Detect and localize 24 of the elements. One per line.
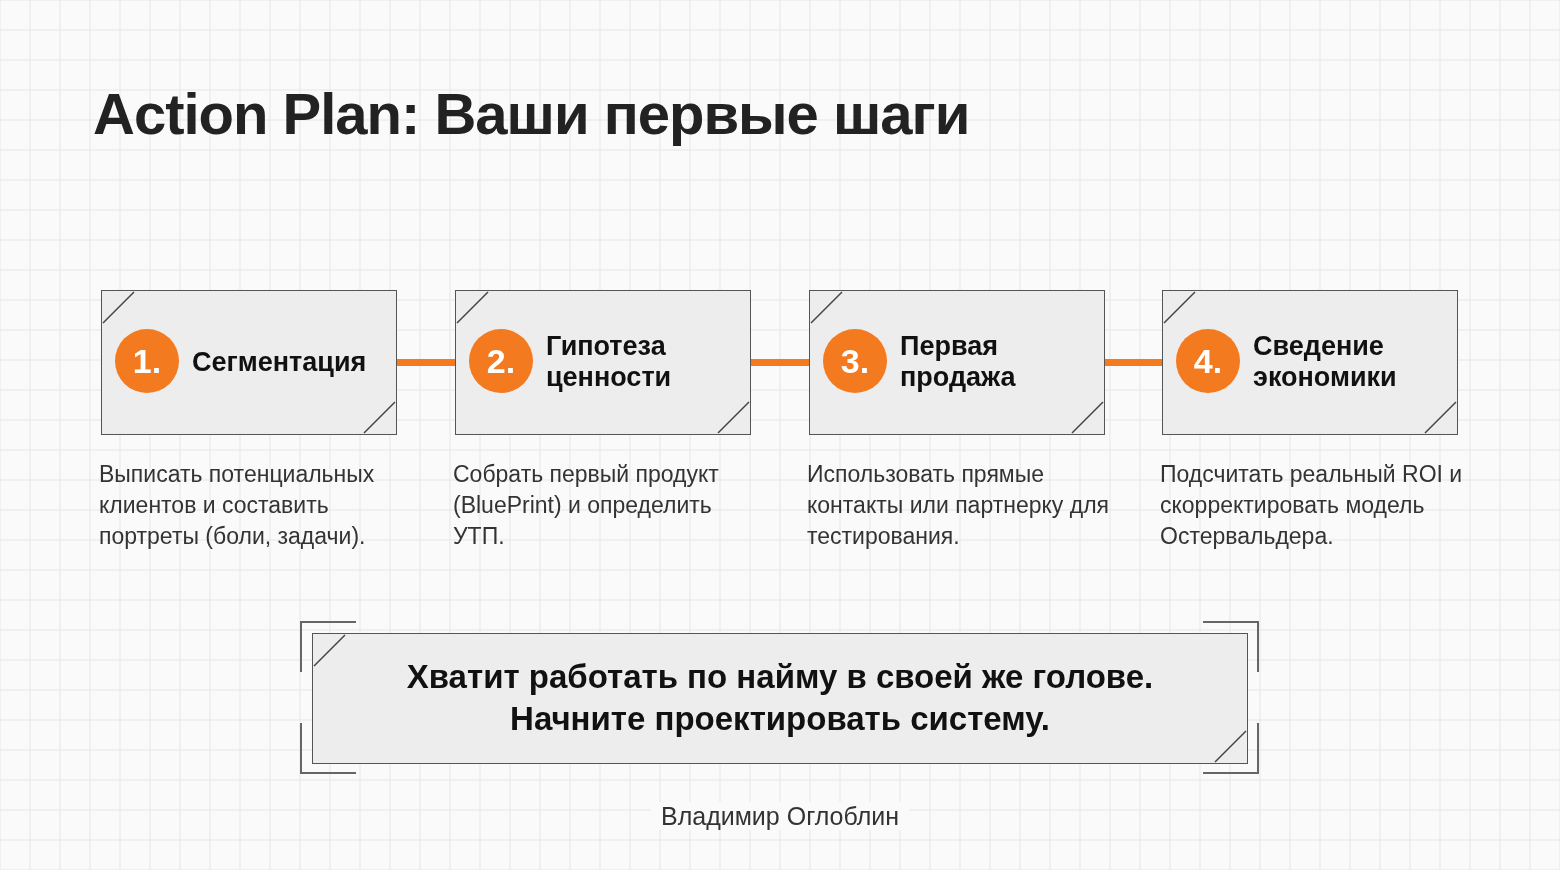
connector-line — [397, 359, 455, 366]
step-description: Выписать потенциальных клиентов и составить портреты (боли, задачи). — [99, 460, 376, 551]
step-title: Сведение экономики — [1253, 331, 1398, 393]
slide-title: Action Plan: Ваши первые шаги — [93, 80, 970, 147]
step-number: 3. — [823, 329, 887, 393]
step-title: Сегментация — [192, 346, 368, 378]
connector-line — [751, 359, 809, 366]
step-card — [101, 290, 397, 435]
step-card — [809, 290, 1105, 435]
quote-card — [312, 633, 1248, 764]
step-number: 2. — [469, 329, 533, 393]
step-number: 1. — [115, 329, 179, 393]
quote-text: Хватит работать по найму в своей же голове. — [405, 657, 1155, 697]
author-name: Владимир Оглоблин — [650, 802, 910, 830]
step-description: Использовать прямые контакты или партнерку для тестирования. — [807, 460, 1111, 551]
connector-line — [1105, 359, 1162, 366]
step-title: Гипотеза ценности — [546, 331, 673, 393]
step-card — [1162, 290, 1458, 435]
quote-text: Начните проектировать систему. — [509, 699, 1051, 739]
step-description: Подсчитать реальный ROI и скорректировать модель Остервальдера. — [1160, 460, 1464, 551]
step-description: Собрать первый продукт (BluePrint) и определить УТП. — [453, 460, 720, 551]
step-card — [455, 290, 751, 435]
step-number: 4. — [1176, 329, 1240, 393]
step-title: Первая продажа — [900, 331, 1017, 393]
